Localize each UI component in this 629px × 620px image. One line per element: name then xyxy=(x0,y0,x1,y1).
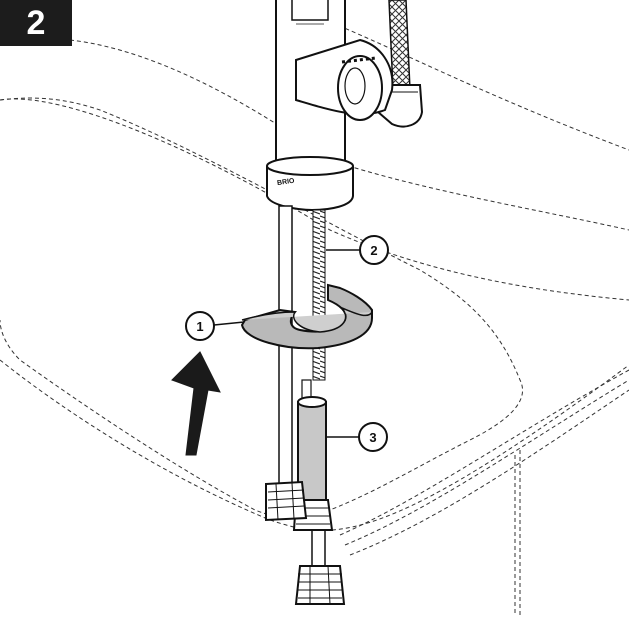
callout-3: 3 xyxy=(326,422,388,452)
threaded-rod xyxy=(312,209,326,381)
hex-connector-left xyxy=(265,480,308,522)
callout-2: 2 xyxy=(326,235,389,265)
callout-1: 1 xyxy=(185,311,245,341)
horseshoe-washer xyxy=(240,283,373,350)
faucet-handle xyxy=(295,38,394,121)
callout-3-label: 3 xyxy=(369,430,376,445)
step-number-badge: 2 xyxy=(0,0,72,46)
cabinet-edge-lines xyxy=(339,369,629,615)
callout-2-label: 2 xyxy=(370,243,377,258)
sink-basin-outline xyxy=(0,97,523,518)
brand-mark: BRIO xyxy=(277,178,296,187)
mounting-sleeve xyxy=(292,396,334,531)
hex-connector-bottom xyxy=(294,565,346,605)
faucet-base-ring xyxy=(266,156,354,212)
upward-arrow xyxy=(171,351,221,456)
callout-1-label: 1 xyxy=(196,319,203,334)
